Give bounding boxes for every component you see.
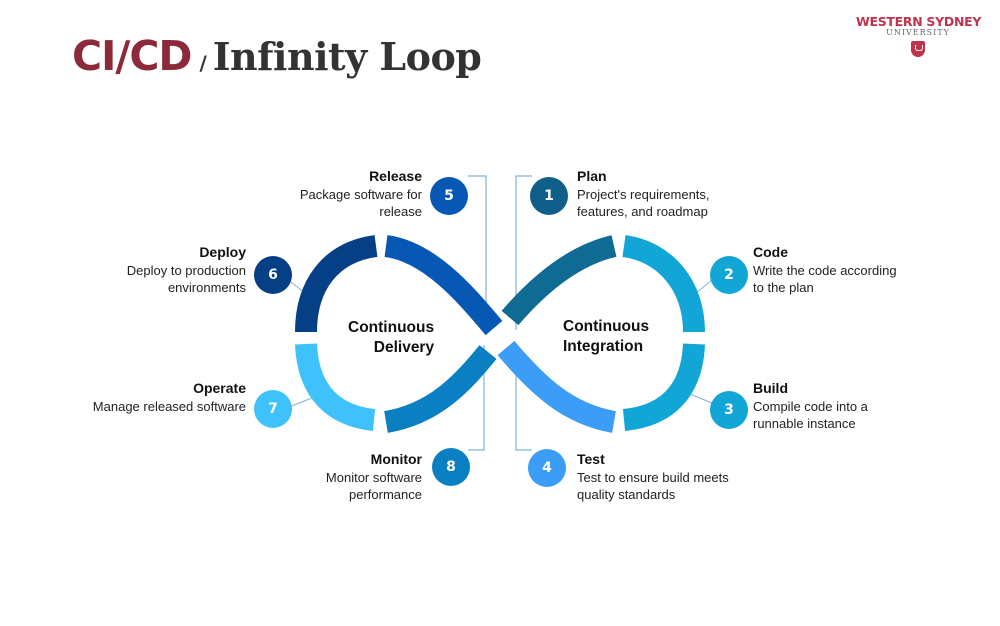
title-cicd: CI/CD	[72, 32, 192, 80]
segment-deploy	[295, 235, 378, 333]
step-desc: quality standards	[577, 487, 676, 502]
label-line: Continuous	[348, 319, 435, 336]
step-title: Plan	[577, 168, 607, 184]
step-title: Code	[753, 244, 788, 260]
title-infinity-loop: Infinity Loop	[212, 34, 482, 79]
step-operate: Operate Manage released software	[93, 380, 246, 415]
segment-code	[621, 235, 705, 333]
step-desc: Project's requirements,	[577, 187, 710, 202]
step-desc: runnable instance	[753, 416, 856, 431]
shield-icon	[911, 41, 925, 57]
step-title: Monitor	[370, 451, 422, 467]
step-desc: environments	[167, 280, 246, 295]
university-logo: WESTERN SYDNEY UNIVERSITY	[856, 14, 982, 57]
step-desc: Monitor software	[325, 470, 422, 485]
step-test: Test Test to ensure build meets quality …	[577, 451, 729, 503]
step-badge-6: 6	[254, 256, 292, 294]
step-badge-1: 1	[530, 177, 568, 215]
step-desc: to the plan	[753, 280, 814, 295]
segment-test	[497, 340, 617, 433]
step-plan: Plan Project's requirements, features, a…	[577, 168, 710, 220]
segment-monitor	[383, 345, 497, 433]
page-title: CI/CD /Infinity Loop	[72, 32, 482, 80]
logo-line2: UNIVERSITY	[886, 28, 950, 37]
step-desc: Test to ensure build meets	[577, 470, 729, 485]
step-monitor: Monitor Monitor software performance	[326, 451, 422, 503]
segment-plan	[501, 235, 617, 326]
step-badge-7: 7	[254, 390, 292, 428]
step-badge-8: 8	[432, 448, 470, 486]
step-release: Release Package software for release	[300, 168, 422, 220]
connector-release	[468, 175, 487, 335]
step-desc: performance	[349, 487, 422, 502]
step-title: Test	[577, 451, 605, 467]
step-code: Code Write the code according to the pla…	[753, 244, 897, 296]
step-desc: Compile code into a	[753, 399, 868, 414]
step-deploy: Deploy Deploy to production environments	[127, 244, 246, 296]
step-badge-4: 4	[528, 449, 566, 487]
step-badge-2: 2	[710, 256, 748, 294]
step-desc: Manage released software	[92, 399, 246, 414]
step-title: Build	[753, 380, 788, 396]
connector-test	[515, 348, 532, 451]
label-line: Integration	[563, 338, 644, 355]
title-separator: /	[199, 51, 207, 75]
step-build: Build Compile code into a runnable insta…	[753, 380, 868, 432]
segment-release	[383, 235, 503, 336]
connector-monitor	[468, 345, 485, 451]
step-title: Operate	[193, 380, 246, 396]
step-title: Release	[369, 168, 422, 184]
step-desc: release	[379, 204, 422, 219]
label-line: Continuous	[563, 318, 650, 335]
label-continuous-integration: Continuous Integration	[563, 317, 649, 357]
step-desc: Write the code according	[753, 263, 897, 278]
step-badge-3: 3	[710, 391, 748, 429]
segment-build	[622, 343, 705, 431]
label-continuous-delivery: Continuous Delivery	[348, 318, 434, 358]
step-desc: Deploy to production	[126, 263, 246, 278]
logo-line1: WESTERN SYDNEY	[856, 14, 982, 29]
step-badge-5: 5	[430, 177, 468, 215]
step-title: Deploy	[199, 244, 246, 260]
step-desc: features, and roadmap	[577, 204, 708, 219]
step-desc: Package software for	[299, 187, 422, 202]
connector-plan	[515, 175, 532, 330]
label-line: Delivery	[373, 339, 435, 356]
segment-operate	[295, 343, 376, 431]
